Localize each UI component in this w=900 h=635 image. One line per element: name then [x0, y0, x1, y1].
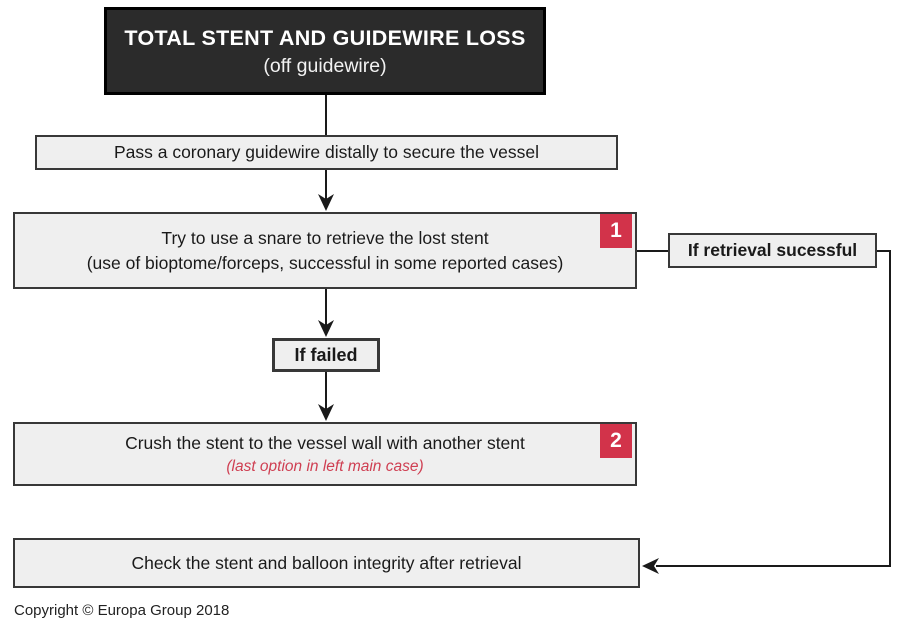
step-number-badge-2: 2 — [600, 424, 632, 458]
step-snare-retrieve: Try to use a snare to retrieve the lost … — [13, 212, 637, 289]
step-snare-line1: Try to use a snare to retrieve the lost … — [161, 227, 489, 248]
arrowhead-secure-to-snare — [318, 194, 334, 211]
branch-label-retrieval-successful: If retrieval sucessful — [668, 233, 877, 268]
step-secure-vessel: Pass a coronary guidewire distally to se… — [35, 135, 618, 170]
arrowhead-snare-to-failed — [318, 320, 334, 337]
branch-label-if-failed: If failed — [272, 338, 380, 372]
title-line2: (off guidewire) — [263, 55, 387, 77]
step-crush-stent: Crush the stent to the vessel wall with … — [13, 422, 637, 486]
step-snare-line2: (use of bioptome/forceps, successful in … — [86, 252, 564, 273]
connector-success-to-check-line — [656, 250, 891, 567]
branch-label-retrieval-successful-text: If retrieval sucessful — [687, 240, 858, 260]
step-secure-vessel-text: Pass a coronary guidewire distally to se… — [113, 142, 540, 162]
title-box: TOTAL STENT AND GUIDEWIRE LOSS (off guid… — [104, 7, 546, 95]
step-crush-note: (last option in left main case) — [226, 457, 424, 475]
step-check-integrity: Check the stent and balloon integrity af… — [13, 538, 640, 588]
branch-label-if-failed-text: If failed — [294, 344, 358, 365]
step-check-integrity-text: Check the stent and balloon integrity af… — [131, 552, 522, 573]
copyright-notice: Copyright © Europa Group 2018 — [14, 602, 230, 619]
arrowhead-failed-to-crush — [318, 404, 334, 421]
arrowhead-success-to-check — [642, 558, 659, 574]
step-crush-line1: Crush the stent to the vessel wall with … — [125, 432, 525, 453]
title-line1: TOTAL STENT AND GUIDEWIRE LOSS — [124, 26, 526, 50]
step-number-badge-1: 1 — [600, 214, 632, 248]
